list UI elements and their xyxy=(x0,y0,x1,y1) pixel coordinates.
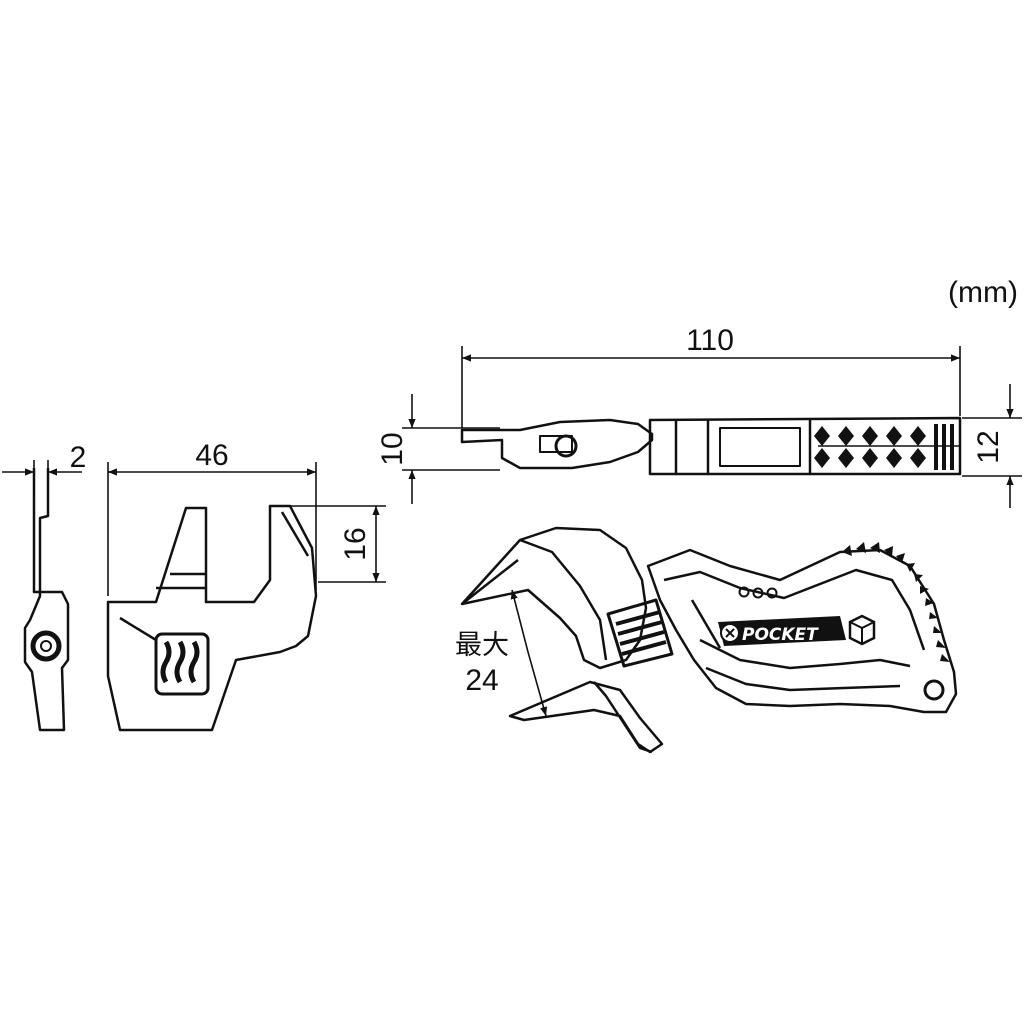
head-outline xyxy=(106,504,318,732)
perspective-view xyxy=(460,526,958,754)
pivot-hole-icon xyxy=(30,630,62,662)
movable-jaw-outline xyxy=(508,680,664,754)
head-width-value: 46 xyxy=(195,439,228,472)
jaw-depth-value: 16 xyxy=(339,527,372,560)
thickness-dimension xyxy=(2,460,82,500)
handle-serration-pattern xyxy=(842,542,950,662)
top-grip-pattern xyxy=(814,424,954,470)
max-opening-dimension xyxy=(510,589,548,717)
hang-hole-icon xyxy=(923,679,945,701)
top-head-outline xyxy=(460,418,654,470)
side-profile-outline xyxy=(23,468,70,732)
handle-height-dimension xyxy=(962,384,1022,508)
unit-label: (mm) xyxy=(948,276,1018,309)
top-handle-outline xyxy=(648,416,962,476)
max-opening-label: 最大 xyxy=(455,630,509,661)
head-width-dimension xyxy=(107,462,317,596)
handle-height-value: 12 xyxy=(972,430,1005,463)
handle-outline xyxy=(646,548,958,714)
head-height-dimension xyxy=(402,394,500,504)
top-rivet-icon xyxy=(554,434,578,458)
jaw-depth-dimension xyxy=(290,505,386,583)
brand-badge: POCKET xyxy=(718,614,876,646)
perspective-worm-gear-icon xyxy=(606,598,674,668)
worm-gear-icon xyxy=(154,632,210,696)
front-view xyxy=(106,504,318,732)
thickness-value: 2 xyxy=(70,441,87,474)
head-height-value: 10 xyxy=(376,432,409,465)
top-view xyxy=(460,416,962,476)
side-view xyxy=(23,468,70,732)
brand-name: POCKET xyxy=(742,625,819,645)
max-opening-value: 24 xyxy=(465,664,498,697)
overall-length-dimension xyxy=(461,346,961,428)
overall-length-value: 110 xyxy=(686,324,734,357)
